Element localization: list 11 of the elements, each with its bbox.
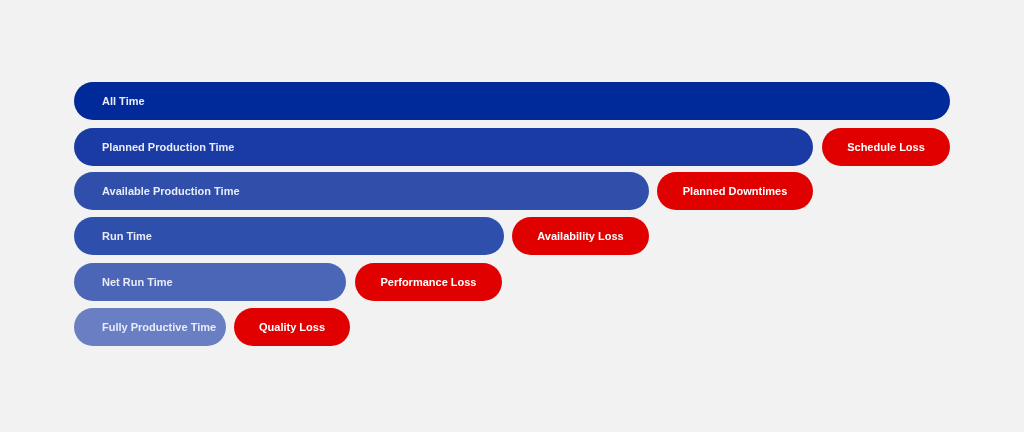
loss-bar: Schedule Loss (822, 128, 950, 166)
loss-bar: Performance Loss (355, 263, 502, 301)
loss-bar: Planned Downtimes (657, 172, 813, 210)
loss-bar: Availability Loss (512, 217, 649, 255)
time-bar: Available Production Time (74, 172, 649, 210)
time-bar: Planned Production Time (74, 128, 813, 166)
time-bar: All Time (74, 82, 950, 120)
time-bar: Run Time (74, 217, 504, 255)
time-bar: Fully Productive Time (74, 308, 226, 346)
time-bar: Net Run Time (74, 263, 346, 301)
loss-bar: Quality Loss (234, 308, 350, 346)
